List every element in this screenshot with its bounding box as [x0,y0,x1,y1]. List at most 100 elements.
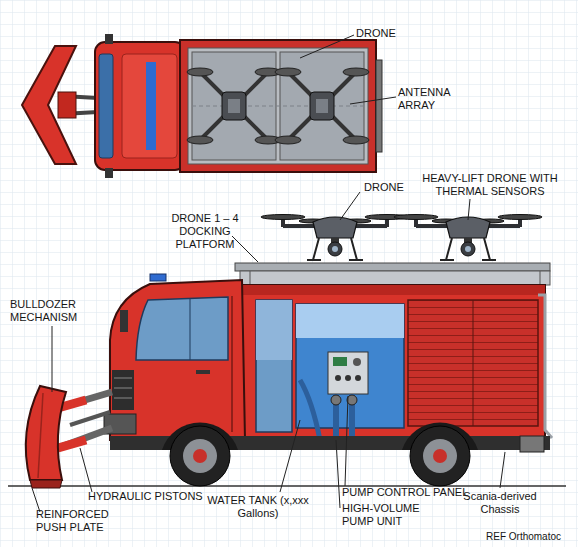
part-label: DRONE [364,181,424,194]
cab-side [114,378,132,379]
wheel [423,439,457,473]
pump-unit [347,395,357,405]
body-side [408,300,538,426]
leader-line [345,396,348,486]
leader-line [232,236,258,262]
wheel [433,449,447,463]
drone-platform [235,263,550,271]
drone-bay-top [188,48,368,164]
body-side [240,285,545,440]
cab-side [120,310,128,332]
side-view [8,215,566,489]
leader-line [340,192,360,220]
part-label: BULLDOZER MECHANISM [10,298,100,324]
part-label: DRONE 1 – 4 DOCKING PLATFORM [150,212,260,251]
ground-line [8,485,566,487]
cab-side [104,274,245,440]
cab-top [105,168,113,178]
cab-side [231,296,233,432]
drone-platform [250,271,251,285]
part-label: WATER TANK (x,xxx Gallons) [198,494,318,520]
plow-blade-top [58,92,76,118]
body-side [256,300,292,360]
bulldozer-blade [38,393,43,478]
part-label: Scania-derived Chassis [448,490,552,516]
bulldozer-blade [26,386,66,480]
plow-blade-top [22,46,98,164]
leader-line [300,35,354,58]
cab-top [99,54,113,158]
body-side [538,295,552,438]
cab-top [95,42,185,170]
drone-platform [540,271,541,285]
drone-side [261,215,409,261]
leader-line [280,420,300,492]
body-side [296,304,404,338]
wheel [183,439,217,473]
wheel [410,426,470,486]
cab-side [190,298,191,360]
bulldozer-blade [58,440,86,448]
leader-line [336,440,340,508]
pump-unit [328,352,368,394]
cab-side [150,274,166,281]
bulldozer-blade [26,386,112,488]
cab-top [95,34,185,178]
wheel [170,426,230,486]
part-label: HIGH-VOLUME PUMP UNIT [342,502,438,528]
part-label: ANTENNA ARRAY [398,86,468,112]
pump-unit [345,375,351,381]
part-label: HYDRAULIC PISTONS [88,490,218,503]
cab-top [122,54,177,158]
pump-unit [333,357,347,366]
watermark: REF Orthomatoc [486,530,576,543]
leader-line [468,199,470,220]
cab-side [196,370,210,374]
bulldozer-blade [70,412,110,425]
body-side [473,300,474,426]
body-side [256,300,292,432]
plow-blade-top [22,46,76,164]
drone-bay-top [180,40,382,172]
drone-bay-top [275,68,369,144]
wheel [193,449,207,463]
leader-line [52,326,53,392]
cab-side [114,398,132,399]
part-label: HEAVY-LIFT DRONE WITH THERMAL SENSORS [420,172,560,198]
drone-bay-top [187,68,281,144]
drone-bay-top [192,106,364,107]
pump-unit [335,375,341,381]
cab-side [136,297,228,360]
wheel [170,426,470,486]
leader-line [350,97,396,104]
part-label: DRONE [356,27,416,40]
drone-platform [235,263,550,285]
top-view [22,34,382,178]
part-label: REINFORCED PUSH PLATE [36,508,116,534]
drone-side [394,215,542,261]
bulldozer-blade [58,428,112,448]
pump-unit [331,395,341,405]
cab-side [114,388,132,389]
body-side [240,285,552,440]
drone-bay-top [180,40,376,172]
pump-unit [300,352,368,440]
cab-top [105,34,113,44]
pump-unit [353,358,361,366]
leader-line [80,448,92,492]
drone-bay-top [376,60,382,152]
pump-unit [355,375,361,381]
leader-line [32,35,505,512]
leader-line [500,452,505,488]
drone-platform [240,271,550,285]
cab-top [146,62,156,150]
part-label: PUMP CONTROL PANEL [342,486,482,499]
cab-side [112,370,134,410]
chassis [520,436,544,452]
body-side [240,285,545,295]
pump-unit [300,380,320,440]
